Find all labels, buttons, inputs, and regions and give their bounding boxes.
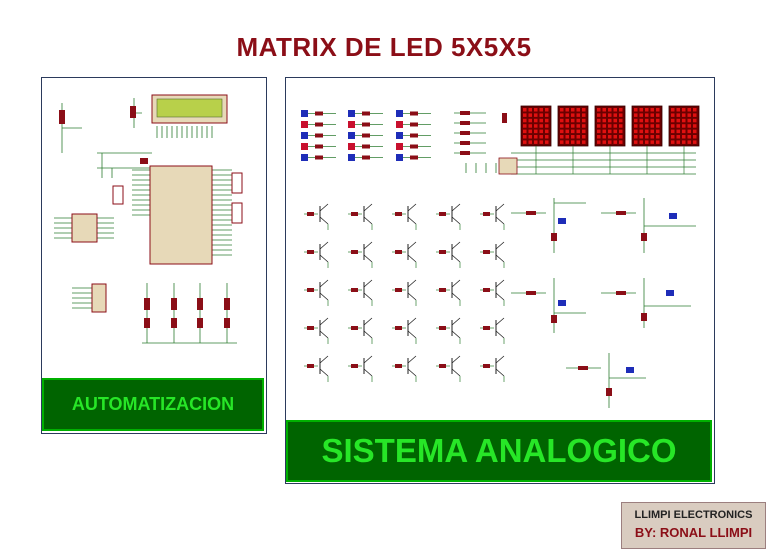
led-key bbox=[301, 110, 308, 117]
led-key bbox=[396, 110, 403, 117]
led-key bbox=[348, 110, 355, 117]
credit-author: BY: RONAL LLIMPI bbox=[634, 525, 753, 540]
credit-box: LLIMPI ELECTRONICS BY: RONAL LLIMPI bbox=[621, 502, 766, 549]
led-key bbox=[348, 121, 355, 128]
led-key bbox=[396, 132, 403, 139]
analog-system-schematic bbox=[301, 105, 700, 408]
automation-schematic bbox=[54, 94, 243, 344]
sistema-analogico-banner: SISTEMA ANALOGICO bbox=[286, 420, 712, 482]
page-title: MATRIX DE LED 5X5X5 bbox=[236, 32, 532, 62]
automation-schematic-panel bbox=[41, 77, 267, 434]
led-key bbox=[396, 143, 403, 150]
led-key bbox=[348, 154, 355, 161]
analog-system-panel bbox=[285, 77, 715, 484]
automatizacion-banner: AUTOMATIZACION bbox=[42, 378, 264, 431]
led-key bbox=[396, 154, 403, 161]
led-key bbox=[301, 132, 308, 139]
credit-company: LLIMPI ELECTRONICS bbox=[634, 509, 753, 521]
led-key bbox=[348, 143, 355, 150]
led-key bbox=[301, 143, 308, 150]
led-key bbox=[301, 154, 308, 161]
led-key bbox=[301, 121, 308, 128]
led-key bbox=[396, 121, 403, 128]
led-key bbox=[348, 132, 355, 139]
